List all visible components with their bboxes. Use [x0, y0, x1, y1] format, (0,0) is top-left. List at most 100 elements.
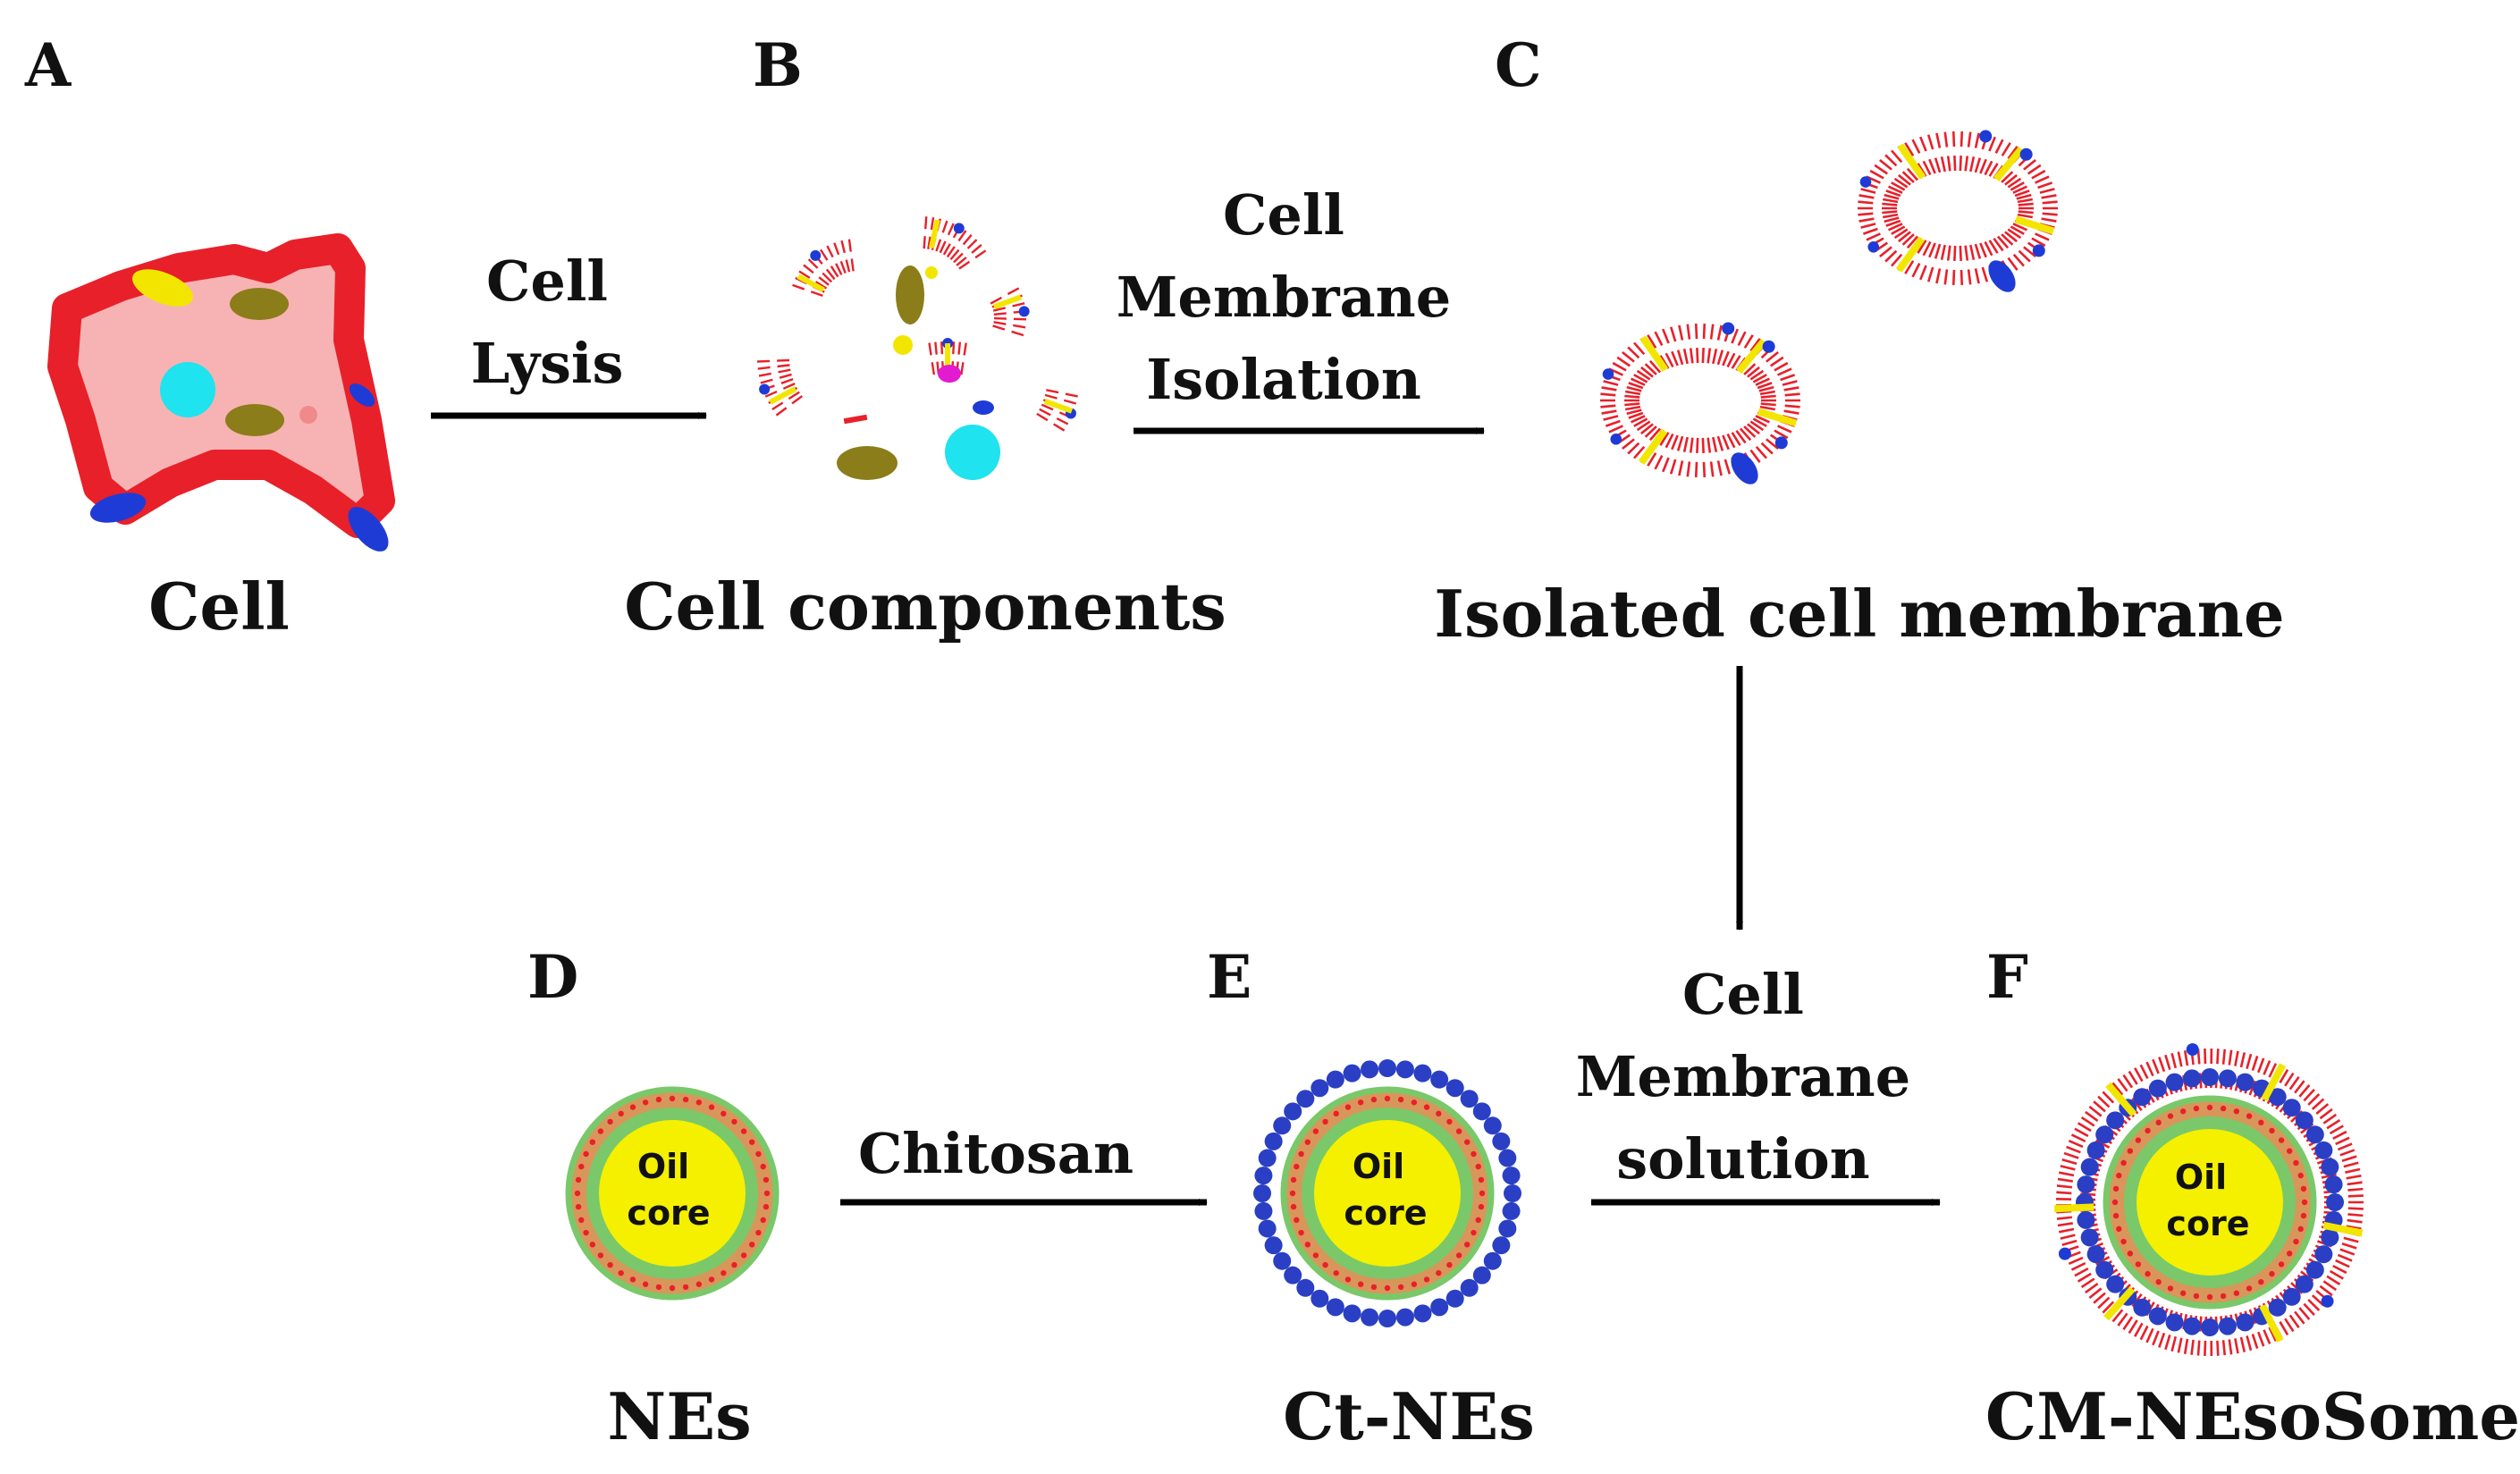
ct-nes-particle-surfactant-head: [1305, 1139, 1311, 1144]
component-magenta: [938, 365, 961, 383]
ct-nes-particle-surfactant-head: [1291, 1177, 1296, 1183]
nes-particle-surfactant-head: [683, 1097, 688, 1102]
cm-nesosome-particle-surfactant-head: [2298, 1173, 2304, 1178]
isolated-vesicles: [1600, 130, 2058, 489]
label-cell: Cell: [148, 569, 290, 644]
cell-illustration: [63, 248, 396, 559]
vesicle-1-lipid: [1960, 246, 1962, 285]
ct-nes-particle-surfactant-head: [1446, 1262, 1452, 1268]
vesicle-1-lipid: [1966, 132, 1971, 172]
chitosan-bead: [2166, 1313, 2184, 1331]
ct-nes-particle-surfactant-head: [1371, 1097, 1377, 1102]
chitosan-bead: [1461, 1090, 1479, 1108]
ct-nes-particle-surfactant-head: [1345, 1104, 1351, 1109]
chitosan-bead: [2269, 1299, 2287, 1317]
ct-nes-particle-surfactant-head: [1424, 1276, 1429, 1282]
component-yellow-dot: [893, 335, 913, 355]
chitosan-bead: [2219, 1069, 2237, 1087]
chitosan-bead: [1430, 1071, 1448, 1089]
panel-label-e: E: [1207, 942, 1252, 1012]
vesicle-1-lipid: [2019, 212, 2058, 215]
cell-organelle-olive-mid: [225, 404, 284, 436]
nes-particle-surfactant-head: [721, 1111, 726, 1116]
nes-particle-surfactant-head: [576, 1177, 581, 1183]
nes-particle-surfactant-head: [764, 1191, 770, 1196]
component-blue-fragment-protein: [973, 400, 994, 415]
chitosan-bead: [1344, 1065, 1361, 1082]
chitosan-bead: [1396, 1060, 1414, 1078]
nes-particle-surfactant-head: [643, 1282, 648, 1287]
nes-particle-surfactant-head: [749, 1139, 754, 1144]
vesicle-2-lipid: [1761, 404, 1800, 408]
label-nes: NEs: [607, 1378, 751, 1454]
vesicle-1-lipid: [1966, 246, 1971, 285]
vesicle-2-lipid: [1708, 438, 1714, 477]
ct-nes-particle-surfactant-head: [1322, 1262, 1327, 1268]
nes-particle-surfactant-head: [709, 1104, 714, 1109]
step-solution-line3: solution: [1616, 1126, 1870, 1192]
vesicle-2: [1600, 322, 1800, 489]
cmnesosome-core-label-oil: Oil: [2175, 1158, 2227, 1197]
vesicle-1: [1858, 130, 2058, 297]
vesicle-2-lipid: [1688, 324, 1693, 364]
vesicle-2-lipid: [1703, 324, 1705, 363]
cm-nesosome-particle-surfactant-head: [2269, 1128, 2274, 1133]
chitosan-bead: [2149, 1080, 2167, 1098]
cm-nesosome-particle: [2076, 1068, 2344, 1336]
cm-nesosome-particle-surfactant-head: [2155, 1120, 2161, 1125]
cm-nesosome-particle-surfactant-head: [2234, 1108, 2239, 1114]
ct-nes-particle-surfactant-head: [1412, 1099, 1417, 1105]
step-isolation-line2: Membrane: [1117, 265, 1451, 330]
nes-particle-surfactant-head: [683, 1284, 688, 1290]
ct-nes-particle-surfactant-head: [1313, 1252, 1319, 1258]
ct-nes-particle-surfactant-head: [1464, 1139, 1470, 1144]
ct-nes-particle-surfactant-head: [1313, 1128, 1319, 1133]
vesicle-1-lipid: [1858, 202, 1897, 206]
vesicle-2-lipid: [1703, 438, 1705, 477]
chitosan-bead: [2095, 1125, 2113, 1143]
cell-organelle-olive-top: [230, 288, 289, 320]
nes-particle-surfactant-head: [576, 1204, 581, 1209]
cm-nesosome-particle-surfactant-head: [2136, 1261, 2141, 1267]
chitosan-bead: [1503, 1167, 1521, 1184]
nes-particle-surfactant-head: [607, 1262, 612, 1268]
chitosan-bead: [2087, 1245, 2105, 1263]
step-solution-line1: Cell: [1682, 962, 1804, 1027]
chitosan-bead: [2095, 1261, 2113, 1279]
chitosan-bead: [1492, 1236, 1510, 1254]
cm-nesosome-particle-surfactant-head: [2207, 1294, 2212, 1300]
fragment-lipid: [849, 240, 854, 272]
label-cm-nesosome: CM-NEsoSome: [1985, 1378, 2520, 1454]
chitosan-bead: [2183, 1318, 2201, 1335]
chitosan-bead: [1327, 1298, 1344, 1316]
chitosan-bead: [1504, 1184, 1521, 1202]
nes-particle-surfactant-head: [761, 1217, 766, 1223]
cm-nesosome-particle-surfactant-head: [2269, 1271, 2274, 1276]
fragment-lipid: [757, 360, 789, 361]
chitosan-bead: [2296, 1276, 2314, 1293]
chitosan-bead: [1254, 1202, 1272, 1220]
step-isolation-line1: Cell: [1223, 182, 1344, 248]
chitosan-bead: [1361, 1309, 1378, 1327]
nes-particle-surfactant-head: [696, 1099, 702, 1105]
chitosan-bead: [2133, 1299, 2151, 1317]
component-yellow-dot-small: [925, 266, 938, 279]
ct-nes-particle-surfactant-head: [1358, 1282, 1363, 1287]
vesicle-blue-protein: [1860, 176, 1872, 188]
fragment-yellow-protein: [797, 274, 825, 291]
cm-blue-protein: [2059, 1248, 2071, 1260]
chitosan-bead: [2326, 1193, 2344, 1211]
ct-nes-particle-surfactant-head: [1456, 1128, 1462, 1133]
fragment-top-right: [924, 216, 986, 268]
label-isolated-cell-membrane: Isolated cell membrane: [1434, 576, 2284, 652]
ct-nes-particle-surfactant-head: [1424, 1104, 1429, 1109]
chitosan-bead: [2314, 1141, 2332, 1159]
cm-nesosome-particle-surfactant-head: [2298, 1226, 2304, 1232]
chitosan-bead: [2106, 1276, 2124, 1293]
nes-particle-surfactant-head: [741, 1128, 746, 1133]
chitosan-bead: [2081, 1228, 2099, 1246]
chitosan-bead: [1253, 1184, 1271, 1202]
chitosan-bead: [1254, 1167, 1272, 1184]
ct-nes-particle-surfactant-head: [1294, 1164, 1299, 1169]
cm-nesosome-particle-surfactant-head: [2112, 1200, 2118, 1205]
